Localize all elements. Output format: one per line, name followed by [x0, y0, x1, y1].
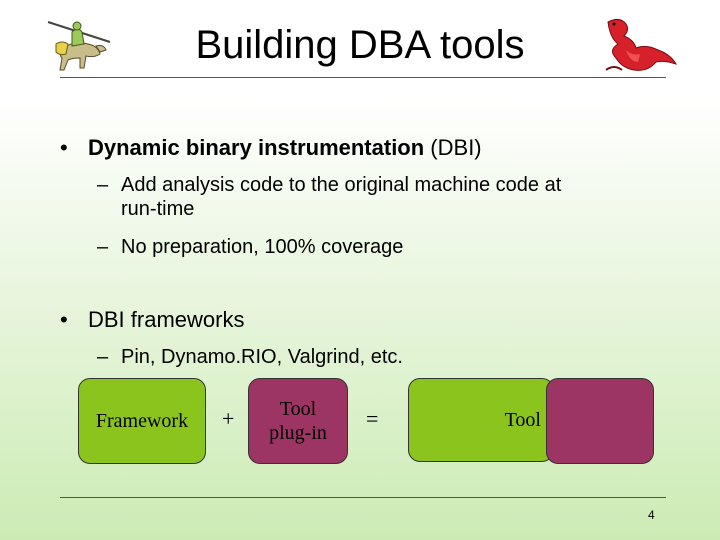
- framework-box: Framework: [78, 378, 206, 464]
- bullet-dbi-frameworks: • DBI frameworks: [60, 306, 244, 334]
- bullet-text: DBI frameworks: [88, 307, 245, 332]
- dash-symbol: –: [97, 346, 109, 368]
- bullet-bold-text: Dynamic binary instrumentation: [88, 135, 425, 160]
- tool-result-plugin-box: [546, 378, 654, 464]
- slide-title: Building DBA tools: [195, 23, 525, 67]
- sub-bullet-text: Add analysis code to the original machin…: [121, 174, 562, 196]
- sub-bullet-text-continued: run-time: [121, 198, 195, 220]
- red-dragon-icon: [605, 18, 678, 71]
- tool-result-box: Tool: [408, 378, 554, 462]
- tool-result-label: Tool: [504, 409, 541, 431]
- title-divider: [60, 77, 666, 78]
- bullet-text: (DBI): [424, 135, 482, 160]
- equals-sign: =: [366, 406, 379, 431]
- dash-symbol: –: [97, 174, 109, 196]
- sub-bullet-framework-list: –Pin, Dynamo.RIO, Valgrind, etc.: [97, 345, 657, 369]
- plus-sign: +: [222, 406, 235, 431]
- footer-divider: [60, 497, 666, 498]
- bullet-symbol: •: [60, 307, 68, 332]
- sub-bullet-coverage: –No preparation, 100% coverage: [97, 235, 657, 259]
- dash-symbol: –: [97, 236, 109, 258]
- sub-bullet-text: Pin, Dynamo.RIO, Valgrind, etc.: [121, 346, 403, 368]
- knight-on-horse-icon: [47, 21, 111, 71]
- bullet-symbol: •: [60, 135, 68, 160]
- sub-bullet-analysis-code: –Add analysis code to the original machi…: [97, 173, 657, 221]
- framework-label: Framework: [95, 410, 189, 432]
- page-number: 4: [648, 508, 655, 522]
- bullet-dbi: • Dynamic binary instrumentation (DBI): [60, 134, 482, 162]
- sub-bullet-text: No preparation, 100% coverage: [121, 236, 404, 258]
